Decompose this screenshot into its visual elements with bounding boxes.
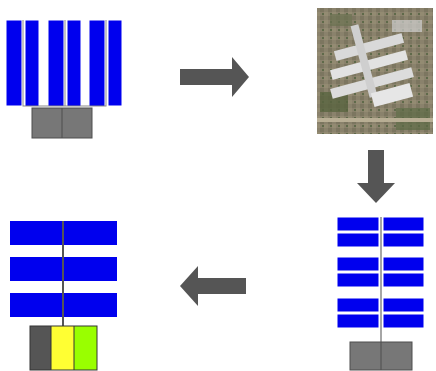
wing-bar [107,19,123,107]
schematic-top-left [5,19,123,139]
wing-bar [336,272,380,288]
arrow-right-icon [180,57,249,97]
wing-bar [24,19,40,107]
wing-bar [382,272,425,288]
photo-building [350,24,378,98]
schematic-bottom-right [336,216,425,371]
wing-bar [47,19,65,107]
aerial-photo-top-right [317,8,433,134]
base-block [380,341,413,371]
photo-building [333,33,405,61]
wing-bar [336,313,380,329]
base-block-yellow [50,325,75,371]
photo-greenery [330,14,352,26]
wing-bar [336,216,380,232]
wing-bar [66,19,82,107]
wing-bar [382,297,425,313]
wing-bar [382,313,425,329]
wing-bar [88,19,106,107]
wing-bar [336,297,380,313]
photo-building [392,20,422,32]
photo-building [370,83,414,107]
wing-bar [336,232,380,248]
base-block [61,107,93,139]
base-block [349,341,382,371]
wing-bar [382,256,425,272]
wing-bar [382,232,425,248]
arrow-left-icon [180,266,246,306]
schematic-bottom-left [10,221,117,371]
photo-greenery [320,92,348,112]
photo-road [317,118,433,122]
wing-bar [336,256,380,272]
base-block [31,107,63,139]
arrow-down-icon [357,150,395,203]
wing-bar [5,19,23,107]
base-block-gray [29,325,52,371]
base-block-green [73,325,98,371]
wing-bar [382,216,425,232]
